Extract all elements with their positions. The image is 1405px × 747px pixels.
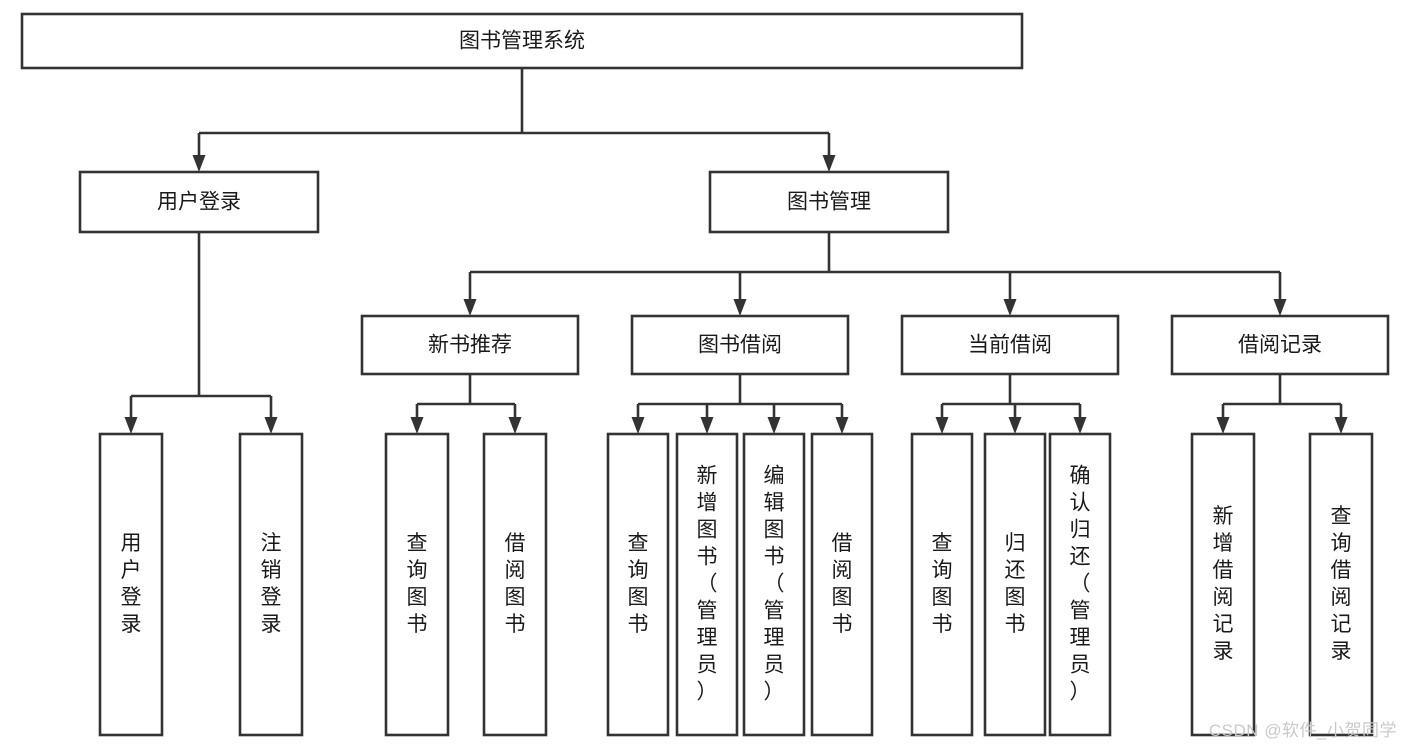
node-box-leaf-borrow-book-2[interactable]: [810, 432, 874, 737]
node-box-leaf-query-book-2[interactable]: [606, 432, 670, 737]
node-label-book-manage: 图书管理: [787, 191, 871, 214]
arrow-head-icon: [1216, 417, 1230, 434]
node-label-leaf-query-book-1: 查询图书: [407, 532, 428, 636]
node-box-book-borrow[interactable]: [630, 314, 850, 376]
edge-group-root: [192, 68, 836, 172]
arrow-head-icon: [1273, 299, 1287, 316]
node-leaf-borrow-book-2[interactable]: 借阅图书: [810, 432, 874, 737]
arrow-head-icon: [124, 417, 138, 434]
arrow-head-icon: [700, 417, 714, 434]
node-label-leaf-query-book-3: 查询图书: [932, 532, 953, 636]
node-leaf-query-book-2[interactable]: 查询图书: [606, 432, 670, 737]
arrow-head-icon: [264, 417, 278, 434]
arrow-head-icon: [935, 417, 949, 434]
node-box-new-book-rec[interactable]: [360, 314, 580, 376]
arrow-head-icon: [1334, 417, 1348, 434]
nodes-layer: 图书管理系统用户登录图书管理新书推荐图书借阅当前借阅借阅记录用户登录注销登录查询…: [20, 12, 1390, 737]
node-box-leaf-query-book-3[interactable]: [910, 432, 974, 737]
arrow-head-icon: [1073, 417, 1087, 434]
node-box-leaf-add-record[interactable]: [1190, 432, 1256, 737]
node-box-leaf-query-book-1[interactable]: [384, 432, 450, 737]
node-label-root: 图书管理系统: [459, 30, 585, 53]
node-borrow-record[interactable]: 借阅记录: [1170, 314, 1390, 376]
node-box-leaf-return-book[interactable]: [983, 432, 1047, 737]
node-leaf-add-record[interactable]: 新增借阅记录: [1190, 432, 1256, 737]
node-label-leaf-confirm-return: 确认归还（管理员）: [1070, 464, 1091, 703]
node-label-leaf-add-record: 新增借阅记录: [1213, 505, 1234, 663]
node-leaf-logout[interactable]: 注销登录: [238, 432, 304, 737]
edge-group-borrow-record: [1216, 374, 1348, 434]
node-label-leaf-query-book-2: 查询图书: [628, 532, 649, 636]
node-box-leaf-user-login[interactable]: [98, 432, 164, 737]
edge-group-book-borrow: [631, 374, 849, 434]
node-box-leaf-edit-book[interactable]: [742, 432, 806, 737]
node-label-leaf-query-record: 查询借阅记录: [1331, 505, 1352, 663]
node-label-leaf-edit-book: 编辑图书（管理员）: [764, 464, 785, 703]
node-label-user-login: 用户登录: [157, 191, 241, 214]
arrow-head-icon: [767, 417, 781, 434]
node-label-leaf-user-login: 用户登录: [121, 532, 142, 636]
node-leaf-edit-book[interactable]: 编辑图书（管理员）: [742, 432, 806, 737]
arrow-head-icon: [822, 155, 836, 172]
node-leaf-borrow-book-1[interactable]: 借阅图书: [482, 432, 548, 737]
node-box-leaf-query-record[interactable]: [1308, 432, 1374, 737]
node-book-manage[interactable]: 图书管理: [708, 170, 950, 234]
node-label-leaf-logout: 注销登录: [261, 532, 282, 636]
node-leaf-return-book[interactable]: 归还图书: [983, 432, 1047, 737]
arrow-head-icon: [631, 417, 645, 434]
node-label-book-borrow: 图书借阅: [698, 334, 782, 357]
node-label-leaf-borrow-book-2: 借阅图书: [832, 532, 853, 636]
arrow-head-icon: [508, 417, 522, 434]
node-current-borrow[interactable]: 当前借阅: [900, 314, 1120, 376]
arrow-head-icon: [463, 299, 477, 316]
node-leaf-query-record[interactable]: 查询借阅记录: [1308, 432, 1374, 737]
node-label-new-book-rec: 新书推荐: [428, 334, 512, 357]
node-leaf-query-book-3[interactable]: 查询图书: [910, 432, 974, 737]
node-box-leaf-borrow-book-1[interactable]: [482, 432, 548, 737]
node-box-leaf-add-book[interactable]: [675, 432, 739, 737]
arrow-head-icon: [733, 299, 747, 316]
edge-group-current-borrow: [935, 374, 1087, 434]
node-leaf-confirm-return[interactable]: 确认归还（管理员）: [1048, 432, 1112, 737]
node-book-borrow[interactable]: 图书借阅: [630, 314, 850, 376]
arrow-head-icon: [835, 417, 849, 434]
node-label-leaf-return-book: 归还图书: [1005, 532, 1026, 636]
node-box-root[interactable]: [20, 12, 1024, 70]
node-box-leaf-logout[interactable]: [238, 432, 304, 737]
node-root[interactable]: 图书管理系统: [20, 12, 1024, 70]
node-leaf-query-book-1[interactable]: 查询图书: [384, 432, 450, 737]
watermark-text: CSDN @软件_小贺同学: [1208, 721, 1397, 740]
node-label-borrow-record: 借阅记录: [1238, 334, 1322, 357]
node-label-current-borrow: 当前借阅: [968, 334, 1052, 357]
edges-layer: [124, 68, 1348, 434]
arrow-head-icon: [1003, 299, 1017, 316]
node-box-current-borrow[interactable]: [900, 314, 1120, 376]
arrow-head-icon: [192, 155, 206, 172]
node-box-book-manage[interactable]: [708, 170, 950, 234]
node-leaf-user-login[interactable]: 用户登录: [98, 432, 164, 737]
node-box-borrow-record[interactable]: [1170, 314, 1390, 376]
edge-group-user-login: [124, 232, 278, 434]
node-user-login[interactable]: 用户登录: [78, 170, 320, 234]
node-label-leaf-add-book: 新增图书（管理员）: [697, 464, 718, 703]
arrow-head-icon: [410, 417, 424, 434]
node-leaf-add-book[interactable]: 新增图书（管理员）: [675, 432, 739, 737]
node-box-leaf-confirm-return[interactable]: [1048, 432, 1112, 737]
node-label-leaf-borrow-book-1: 借阅图书: [505, 532, 526, 636]
node-new-book-rec[interactable]: 新书推荐: [360, 314, 580, 376]
edge-group-new-book-rec: [410, 374, 522, 434]
node-box-user-login[interactable]: [78, 170, 320, 234]
edge-group-book-manage: [463, 232, 1287, 316]
arrow-head-icon: [1008, 417, 1022, 434]
